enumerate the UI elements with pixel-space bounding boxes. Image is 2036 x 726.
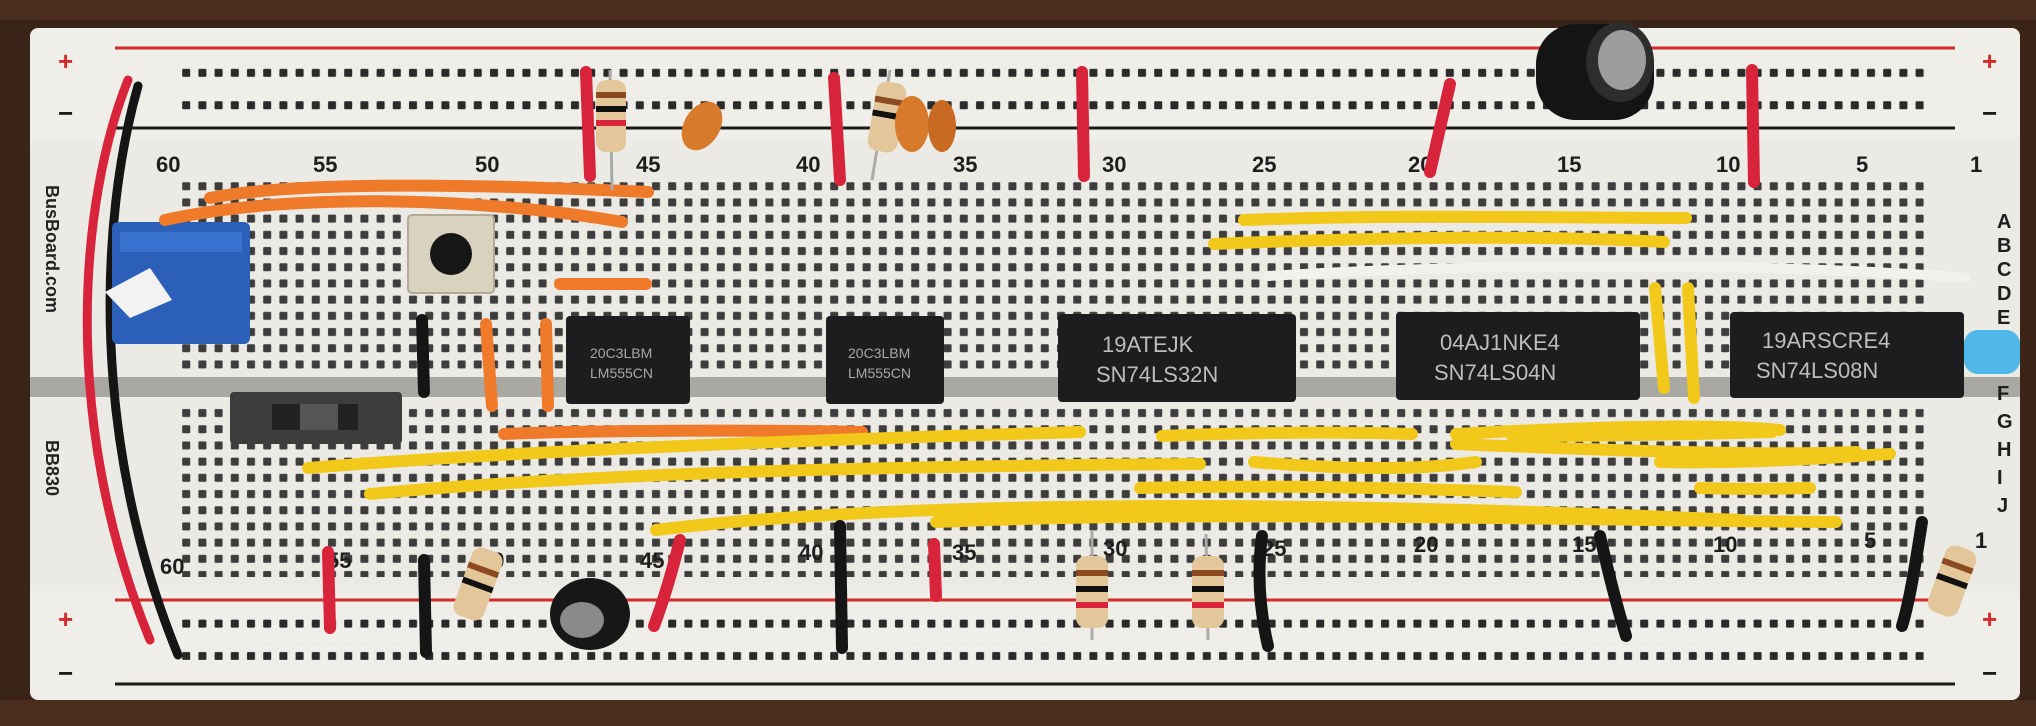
svg-text:C: C (1997, 259, 2011, 281)
yellow-wires (302, 210, 1896, 536)
svg-text:E: E (1997, 307, 2010, 329)
svg-text:SN74LS08N: SN74LS08N (1756, 358, 1878, 383)
resistor-top-1 (596, 69, 626, 191)
svg-text:60: 60 (160, 554, 184, 579)
svg-text:30: 30 (1102, 152, 1126, 177)
svg-text:40: 40 (799, 540, 823, 565)
svg-text:LM555CN: LM555CN (590, 365, 653, 381)
svg-text:SN74LS04N: SN74LS04N (1434, 360, 1556, 385)
resistor-bottom-2 (1076, 530, 1108, 640)
rail-plus-top-right: + (1982, 46, 1997, 76)
rail-minus-bottom-right: − (1982, 658, 1997, 688)
power-wire-red-left (82, 75, 155, 645)
svg-text:1: 1 (1970, 152, 1982, 177)
red-jumpers-top (580, 64, 1760, 188)
board-model-label: BB830 (42, 440, 62, 496)
svg-text:5: 5 (1856, 152, 1868, 177)
ceramic-capacitor-3 (928, 100, 956, 152)
ic-sn74ls04n: 04AJ1NKE4 SN74LS04N (1396, 312, 1640, 400)
rail-minus-bottom-left: − (58, 658, 73, 688)
svg-text:10: 10 (1713, 532, 1737, 557)
svg-text:30: 30 (1103, 536, 1127, 561)
pushbutton (407, 214, 495, 294)
rail-minus-top-left: − (58, 98, 73, 128)
svg-text:35: 35 (953, 152, 977, 177)
white-wire (1263, 261, 1971, 283)
svg-text:1: 1 (1975, 528, 1987, 553)
svg-text:H: H (1997, 439, 2011, 461)
ic-lm555-1: 20C3LBM LM555CN (566, 316, 690, 404)
svg-text:25: 25 (1252, 152, 1276, 177)
slide-switch (230, 392, 402, 444)
rail-plus-bottom-right: + (1982, 604, 1997, 634)
svg-text:SN74LS32N: SN74LS32N (1096, 362, 1218, 387)
svg-text:45: 45 (636, 152, 660, 177)
board-brand-label: BusBoard.com (42, 185, 62, 313)
resistor-bottom-3 (1192, 533, 1224, 641)
svg-text:F: F (1997, 383, 2009, 405)
electrolytic-capacitor-top (1536, 22, 1654, 120)
svg-text:20C3LBM: 20C3LBM (590, 345, 652, 361)
blue-led (1964, 330, 2020, 374)
svg-text:5: 5 (1864, 528, 1876, 553)
svg-text:LM555CN: LM555CN (848, 365, 911, 381)
svg-text:G: G (1997, 411, 2013, 433)
svg-text:55: 55 (313, 152, 337, 177)
ceramic-capacitor-2 (895, 96, 929, 152)
svg-text:I: I (1997, 467, 2003, 489)
ic-lm555-2: 20C3LBM LM555CN (826, 316, 944, 404)
svg-text:15: 15 (1557, 152, 1581, 177)
bottom-jumpers (322, 314, 1928, 658)
svg-text:20: 20 (1414, 532, 1438, 557)
rail-minus-top-right: − (1982, 98, 1997, 128)
svg-text:35: 35 (952, 540, 976, 565)
svg-text:B: B (1997, 235, 2011, 257)
row-letters: A B C D E F G H I J (1997, 211, 2013, 517)
svg-text:19ARSCRE4: 19ARSCRE4 (1762, 328, 1890, 353)
svg-text:10: 10 (1716, 152, 1740, 177)
svg-text:60: 60 (156, 152, 180, 177)
svg-text:50: 50 (475, 152, 499, 177)
rail-plus-bottom-left: + (58, 604, 73, 634)
svg-text:40: 40 (796, 152, 820, 177)
electrolytic-capacitor-bottom (550, 578, 630, 650)
svg-text:20C3LBM: 20C3LBM (848, 345, 910, 361)
ic-sn74ls08n: 19ARSCRE4 SN74LS08N (1730, 312, 1964, 398)
svg-text:D: D (1997, 283, 2011, 305)
svg-text:A: A (1997, 211, 2011, 233)
ceramic-capacitor-1 (681, 101, 723, 151)
svg-text:45: 45 (640, 548, 664, 573)
rail-plus-top-left: + (58, 46, 73, 76)
resistor-bottom-4 (1927, 545, 1977, 617)
svg-text:15: 15 (1572, 532, 1596, 557)
svg-text:J: J (1997, 495, 2008, 517)
power-wire-black-left (105, 81, 183, 660)
ic-sn74ls32n: 19ATEJK SN74LS32N (1058, 314, 1296, 402)
resistor-bottom-1 (453, 547, 503, 621)
svg-text:19ATEJK: 19ATEJK (1102, 332, 1194, 357)
orange-wires (159, 179, 868, 440)
potentiometer (105, 222, 250, 344)
svg-text:04AJ1NKE4: 04AJ1NKE4 (1440, 330, 1560, 355)
top-power-rail (30, 28, 2020, 140)
